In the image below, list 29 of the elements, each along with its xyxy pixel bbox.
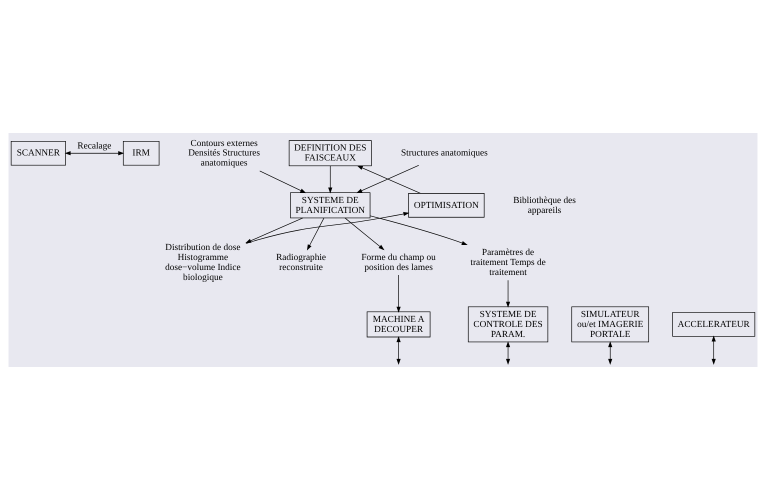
node-box: SYSTEME DE PLANIFICATION: [290, 192, 370, 218]
arrow: [396, 336, 401, 364]
node-box: DEFINITION DES FAISCEAUX: [288, 140, 372, 166]
label: Bibliothèque des appareils: [513, 195, 576, 216]
arrow: [64, 150, 124, 155]
arrow: [506, 340, 510, 364]
arrow: [396, 274, 401, 312]
node-box: SCANNER: [10, 140, 66, 165]
arrow: [259, 170, 306, 193]
node-box: SYSTEME DE CONTROLE DES PARAM.: [468, 306, 548, 342]
arrow: [328, 165, 332, 194]
node-text: Radiographie reconstruite: [276, 252, 326, 272]
arrow: [608, 340, 612, 364]
arrow: [712, 334, 716, 364]
arrow: [506, 279, 510, 308]
node-text: Structures anatomiques: [401, 148, 488, 158]
arrow: [370, 214, 468, 245]
node-text: Forme du champ ou position des lames: [361, 252, 436, 272]
node-box: IRM: [122, 140, 160, 165]
node-text: Paramètres de traitement Temps de traitement: [470, 247, 546, 278]
node-text: Contours externes Densités Structures anatomiques: [188, 138, 260, 168]
node-box: ACCELERATEUR: [672, 312, 756, 336]
node-box: SIMULATEUR ou/et IMAGERIE PORTALE: [571, 306, 650, 342]
node-box: OPTIMISATION: [408, 192, 484, 218]
node-box: MACHINE A DECOUPER: [366, 310, 430, 337]
arrow: [306, 217, 324, 250]
arrow: [344, 217, 384, 250]
edge-label: Recalage: [77, 141, 112, 152]
node-text: Distribution de dose Histogramme dose−volume Indice biologique: [165, 242, 241, 282]
